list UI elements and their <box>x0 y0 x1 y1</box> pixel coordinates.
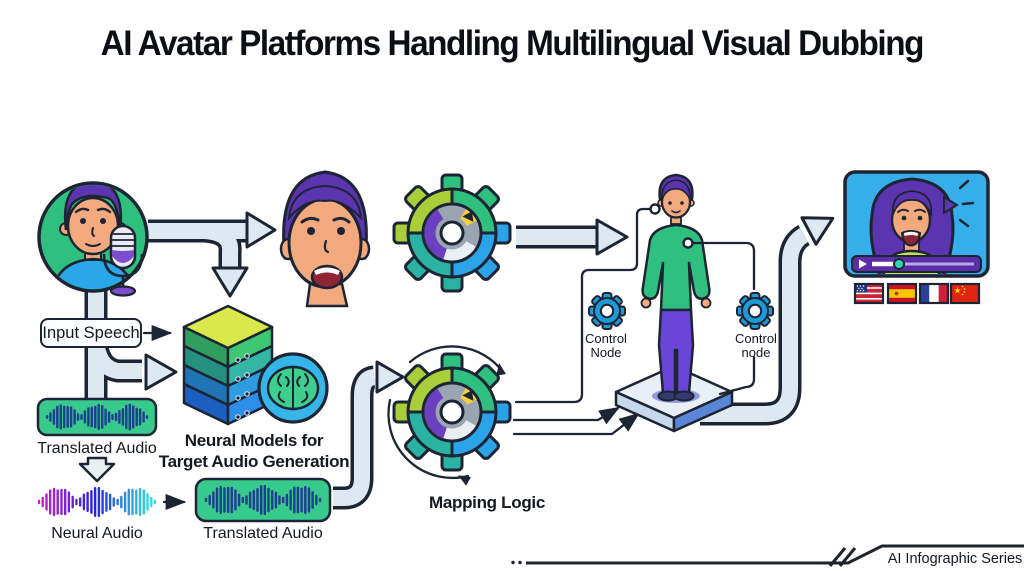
translated-audio-label-2: Translated Audio <box>203 525 323 542</box>
standing-avatar-icon <box>640 173 712 402</box>
mapping-logic-label: Mapping Logic <box>428 493 546 512</box>
flag-usa-icon <box>853 282 885 305</box>
arrow-gear-to-platform-1 <box>512 406 620 425</box>
control-node-right-label-line2: node <box>741 345 771 360</box>
mapping-gear-icon <box>387 345 510 486</box>
play-icon <box>859 259 867 269</box>
language-flags <box>853 282 981 305</box>
control-gear-left-icon <box>588 292 626 330</box>
player-controls <box>851 255 982 273</box>
big-arrow-gear-to-avatar <box>516 218 629 256</box>
translated-audio-box-2 <box>194 477 332 523</box>
waveform-icon <box>204 484 322 516</box>
neural-models-label-line1: Neural Models for <box>184 431 324 450</box>
video-player <box>843 170 990 278</box>
processing-gear-icon <box>394 175 510 291</box>
rotation-arrow-top <box>408 345 505 374</box>
input-speech-label: Input Speech <box>42 323 140 342</box>
server-stack-icon <box>182 304 274 426</box>
speaker-avatar-icon <box>37 181 149 297</box>
progress-knob-icon <box>893 258 905 270</box>
rotation-arrow-bottom <box>387 398 470 480</box>
arrow-gear-to-platform-2 <box>512 412 640 436</box>
control-node-left-label-line1: Control <box>585 331 627 346</box>
flag-spain-icon <box>886 282 918 305</box>
down-arrow-icon <box>78 456 116 483</box>
translated-audio-box-1 <box>36 397 158 437</box>
head-node-dot <box>649 203 661 215</box>
j-pipe-to-mapping-gear <box>332 360 405 510</box>
control-connectors <box>514 203 756 404</box>
chest-node-dot <box>682 237 694 249</box>
control-gear-right-icon <box>736 292 774 330</box>
branch-arrow-speech <box>148 211 277 298</box>
sound-wedge-icon <box>943 195 959 215</box>
footer-decoration <box>511 544 1024 567</box>
control-node-left-label-line2: Node <box>590 345 622 360</box>
series-label: AI Infographic Series <box>887 551 1023 567</box>
microphone-icon <box>102 224 144 297</box>
neural-audio-label: Neural Audio <box>51 525 143 542</box>
translated-audio-label-1: Translated Audio <box>37 440 157 457</box>
control-node-right-label-line1: Control <box>735 331 777 346</box>
sound-lines-icon <box>958 179 975 228</box>
flag-china-icon <box>949 282 981 305</box>
flag-france-icon <box>918 282 950 305</box>
input-speech-box: Input Speech <box>40 318 142 348</box>
neural-models-label-line2: Target Audio Generation <box>158 452 350 471</box>
waveform-icon <box>45 403 149 431</box>
page-title: AI Avatar Platforms Handling Multilingua… <box>100 24 925 63</box>
talking-face-icon <box>279 170 371 308</box>
s-pipe-to-player <box>700 216 835 426</box>
neural-waveform-icon <box>37 486 157 518</box>
brain-badge-icon <box>257 352 329 424</box>
